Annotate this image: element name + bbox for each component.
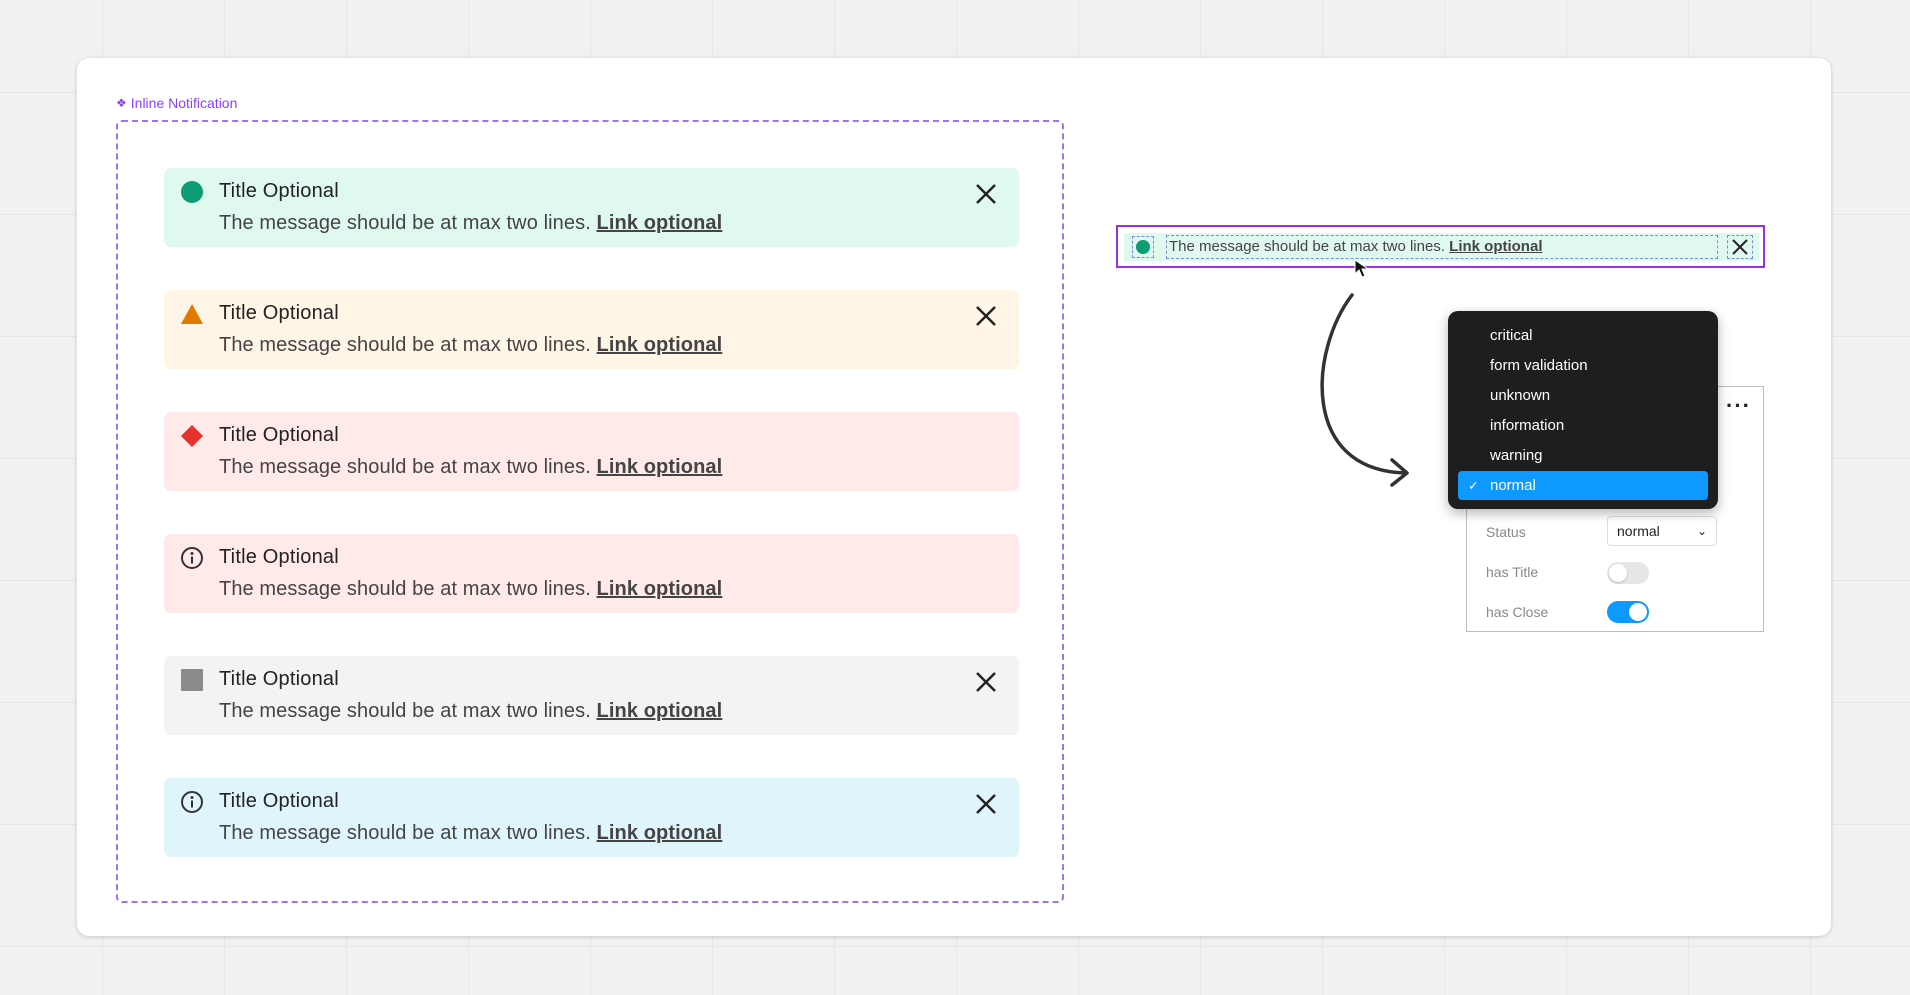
notification-link[interactable]: Link optional [596,334,723,356]
dropdown-option-label: normal [1490,477,1536,494]
cursor-icon [1353,258,1373,285]
check-icon: ✓ [1468,478,1479,493]
selected-notification-instance[interactable]: The message should be at max two lines. … [1116,225,1765,268]
dropdown-option-warning[interactable]: warning [1490,447,1543,464]
toggle-knob [1629,603,1647,621]
has-close-label: has Close [1486,604,1549,620]
circle-icon [180,180,204,204]
notification-link[interactable]: Link optional [596,578,723,600]
close-icon[interactable] [973,791,999,817]
curved-arrow-icon [1300,290,1420,495]
close-icon[interactable] [973,303,999,329]
status-select-value: normal [1617,523,1660,539]
close-icon[interactable] [1727,235,1753,259]
notification-message: The message should be at max two lines. … [219,456,723,478]
triangle-icon [180,302,204,326]
notification-warning[interactable]: Title Optional The message should be at … [164,290,1019,369]
dropdown-option-information[interactable]: information [1490,417,1565,434]
info-icon [180,790,204,814]
notification-link[interactable]: Link optional [596,822,723,844]
dropdown-option-critical[interactable]: critical [1490,327,1533,344]
has-title-toggle[interactable] [1607,562,1649,584]
square-icon [180,668,204,692]
notification-title: Title Optional [219,302,339,324]
has-close-toggle[interactable] [1607,601,1649,623]
status-select[interactable]: normal ⌄ [1607,516,1717,546]
circle-icon [1136,240,1150,254]
chevron-down-icon: ⌄ [1696,524,1707,538]
close-icon[interactable] [973,181,999,207]
diamond-icon [180,424,204,448]
preview-message: The message should be at max two lines. [1169,238,1445,255]
notification-title: Title Optional [219,668,339,690]
notification-link[interactable]: Link optional [596,212,723,234]
has-title-label: has Title [1486,564,1539,580]
dropdown-option-form-validation[interactable]: form validation [1490,357,1588,374]
notification-message: The message should be at max two lines. … [219,700,723,722]
notification-message: The message should be at max two lines. … [219,212,723,234]
notification-form-validation[interactable]: Title Optional The message should be at … [164,534,1019,613]
notification-title: Title Optional [219,424,339,446]
dropdown-option-normal[interactable]: ✓ normal [1458,471,1708,500]
notification-message: The message should be at max two lines. … [219,334,723,356]
notification-link[interactable]: Link optional [596,700,723,722]
status-label: Status [1486,524,1526,540]
notification-title: Title Optional [219,546,339,568]
notification-message: The message should be at max two lines. … [219,578,723,600]
notification-title: Title Optional [219,790,339,812]
toggle-knob [1609,564,1627,582]
notification-normal[interactable]: Title Optional The message should be at … [164,168,1019,247]
notification-unknown[interactable]: Title Optional The message should be at … [164,656,1019,735]
status-dropdown-menu: critical form validation unknown informa… [1448,311,1718,509]
status-icon-layer[interactable] [1132,236,1154,258]
dropdown-option-unknown[interactable]: unknown [1490,387,1551,404]
preview-link[interactable]: Link optional [1449,238,1543,255]
component-name: Inline Notification [130,95,238,111]
notification-preview: The message should be at max two lines. … [1124,233,1759,261]
more-icon[interactable]: ··· [1726,393,1751,418]
notification-information[interactable]: Title Optional The message should be at … [164,778,1019,857]
notification-title: Title Optional [219,180,339,202]
component-frame-label[interactable]: ❖ Inline Notification [116,95,237,111]
message-layer[interactable]: The message should be at max two lines. … [1166,235,1718,259]
component-icon: ❖ [116,96,127,110]
info-icon [180,546,204,570]
notification-message: The message should be at max two lines. … [219,822,723,844]
close-icon[interactable] [973,669,999,695]
component-set-frame[interactable] [116,120,1064,903]
notification-critical[interactable]: Title Optional The message should be at … [164,412,1019,491]
notification-link[interactable]: Link optional [596,456,723,478]
